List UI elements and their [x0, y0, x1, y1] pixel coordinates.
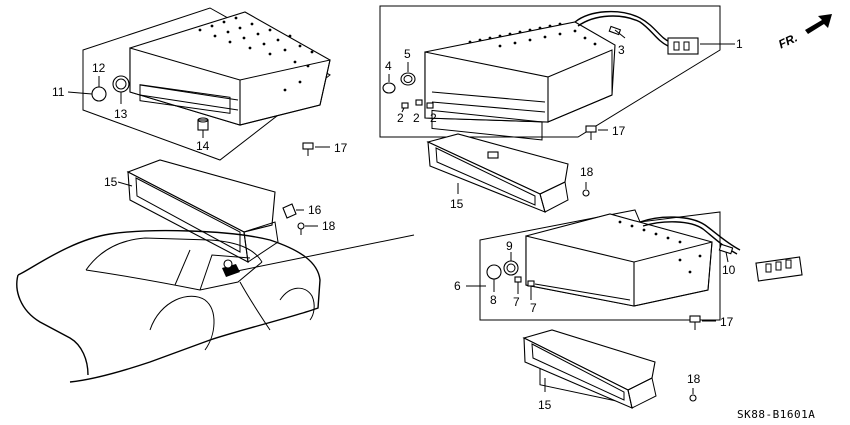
svg-text:FR.: FR.: [776, 31, 799, 52]
callout-9: 9: [506, 239, 513, 253]
knob-12: [91, 86, 107, 102]
screw-18-left: [297, 222, 305, 235]
callout-18b: 18: [580, 165, 594, 179]
callout-15a: 15: [104, 175, 118, 189]
wire-connector-bottom: [755, 256, 803, 282]
callout-8: 8: [490, 293, 497, 307]
callout-16: 16: [308, 203, 322, 217]
screw-18-middle: [582, 182, 590, 197]
callout-7a: 7: [513, 295, 520, 309]
knob-5: [400, 72, 416, 86]
radio-unit-top-right: [379, 5, 721, 141]
leader-to-car: [231, 234, 415, 273]
callout-18a: 18: [322, 219, 336, 233]
callout-11: 11: [52, 85, 65, 99]
pocket-tray-left: [126, 159, 279, 263]
bolt-17-left: [302, 142, 314, 156]
car-outline: [16, 229, 321, 383]
wire-connector-top: [667, 37, 699, 55]
callout-17a: 17: [612, 124, 626, 138]
knob-14: [197, 117, 209, 131]
callout-14: 14: [196, 139, 210, 153]
front-direction-indicator: FR.: [776, 14, 832, 51]
radio-unit-top-left: [82, 7, 331, 161]
callout-2b: 2: [413, 111, 420, 125]
knob-4: [382, 82, 396, 94]
dash-radio-location: [222, 259, 240, 277]
knob-13: [112, 75, 130, 93]
knob-8: [486, 264, 502, 280]
pocket-tray-middle: [426, 133, 569, 213]
callout-18c: 18: [687, 372, 701, 386]
vent-pattern-bottom: [618, 220, 702, 274]
bolt-17-bottom: [689, 315, 701, 330]
vent-pattern-left: [198, 16, 314, 92]
button-caps-2: [401, 99, 434, 109]
pocket-tray-bottom: [522, 329, 657, 409]
callout-7b: 7: [530, 301, 537, 315]
callout-4: 4: [385, 59, 392, 73]
knob-9: [503, 260, 519, 276]
screw-18-bottom: [689, 388, 697, 402]
callout-15c: 15: [538, 398, 552, 412]
callout-10: 10: [722, 263, 736, 277]
clip-16: [282, 203, 297, 219]
radio-unit-bottom-right: [479, 209, 803, 403]
antenna-fuse-10: [718, 243, 734, 255]
callout-17c: 17: [720, 315, 734, 329]
callout-17b: 17: [334, 141, 348, 155]
callout-2a: 2: [397, 111, 404, 125]
callout-1: 1: [736, 37, 743, 51]
callout-6: 6: [454, 279, 461, 293]
callout-13: 13: [114, 107, 128, 121]
vent-pattern: [468, 22, 597, 48]
callout-2c: 2: [430, 111, 437, 125]
callout-15b: 15: [450, 197, 464, 211]
callout-5: 5: [404, 47, 411, 61]
diagram-code: SK88-B1601A: [737, 408, 815, 421]
bolt-17-top: [585, 125, 597, 140]
callout-12: 12: [92, 61, 106, 75]
callout-3: 3: [618, 43, 625, 57]
